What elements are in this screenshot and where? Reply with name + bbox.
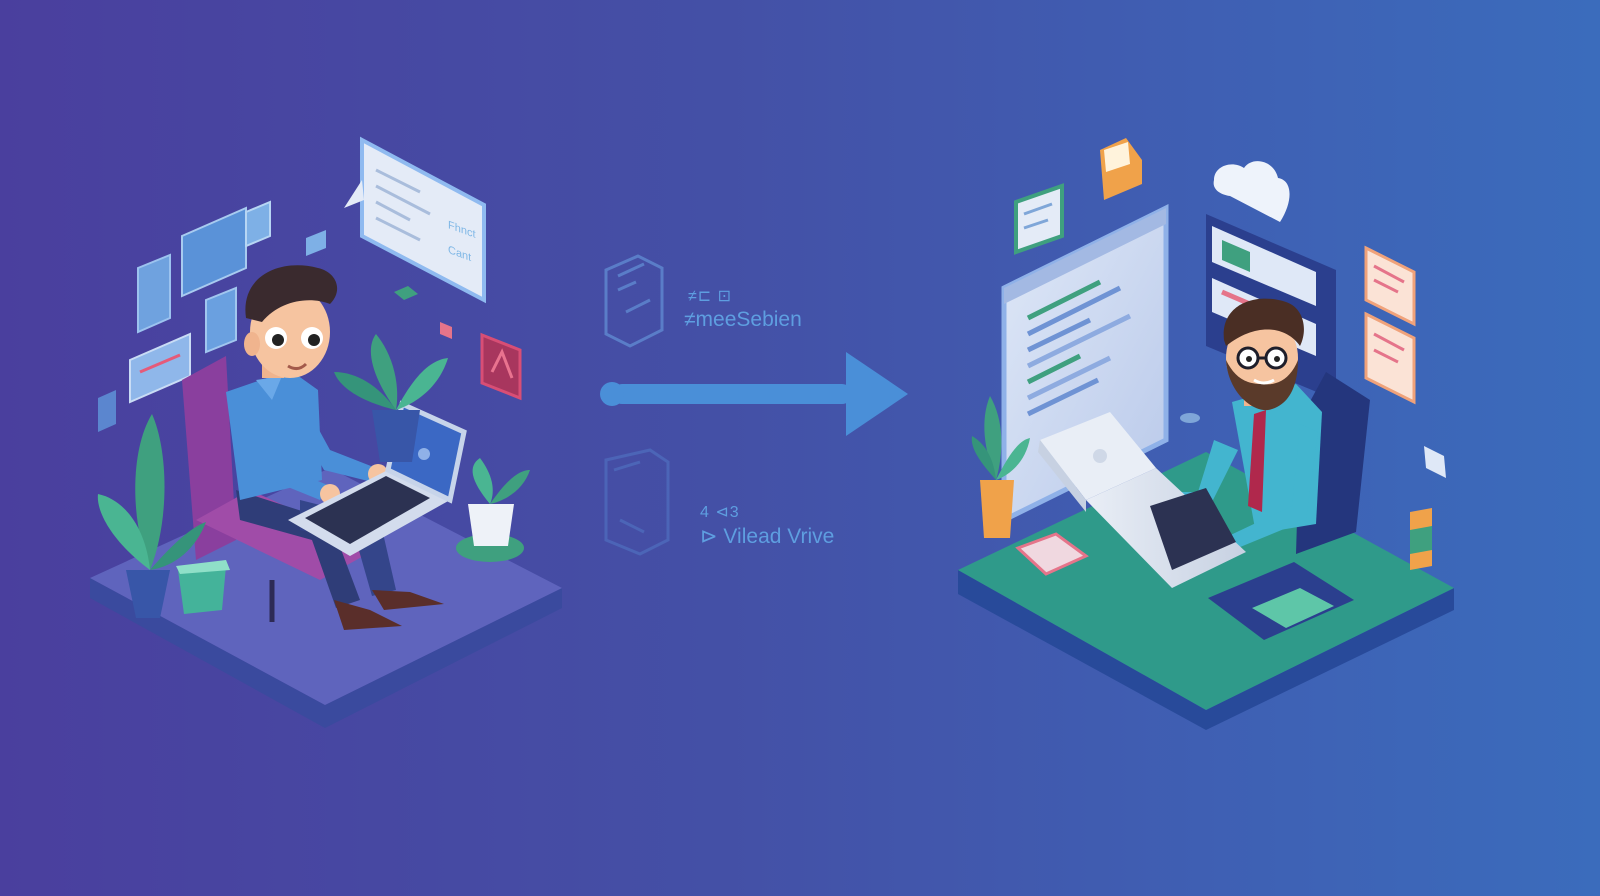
right-platform-side (958, 570, 1454, 730)
caption-top: ≠meeSebien (684, 308, 802, 331)
plant-left-shelf (334, 334, 448, 462)
right-platform (958, 452, 1454, 710)
notebook (1015, 532, 1089, 576)
right-workspace (958, 138, 1454, 730)
coffee-cup (1180, 413, 1200, 423)
floating-cards-right (1014, 138, 1446, 478)
document-icon (604, 254, 664, 348)
caption-top-small: ≠⊏ ⊡ (688, 288, 733, 305)
speech-window (344, 136, 486, 304)
plant-left-big (97, 414, 206, 618)
cloud-icon (1213, 161, 1290, 222)
trash-bin (176, 560, 230, 614)
folder-icon (604, 448, 670, 556)
plant-left-pot (456, 458, 530, 562)
caption-bottom: ⊳ Vilead Vrive (700, 525, 835, 548)
left-workspace (90, 136, 562, 728)
caption-bottom-small: 4 ⊲3 (700, 504, 740, 521)
plant-right (971, 396, 1030, 538)
laptop-right (1038, 412, 1246, 588)
person-right (1150, 298, 1322, 554)
left-platform-side (90, 578, 562, 728)
arrow-right-icon (600, 352, 908, 436)
